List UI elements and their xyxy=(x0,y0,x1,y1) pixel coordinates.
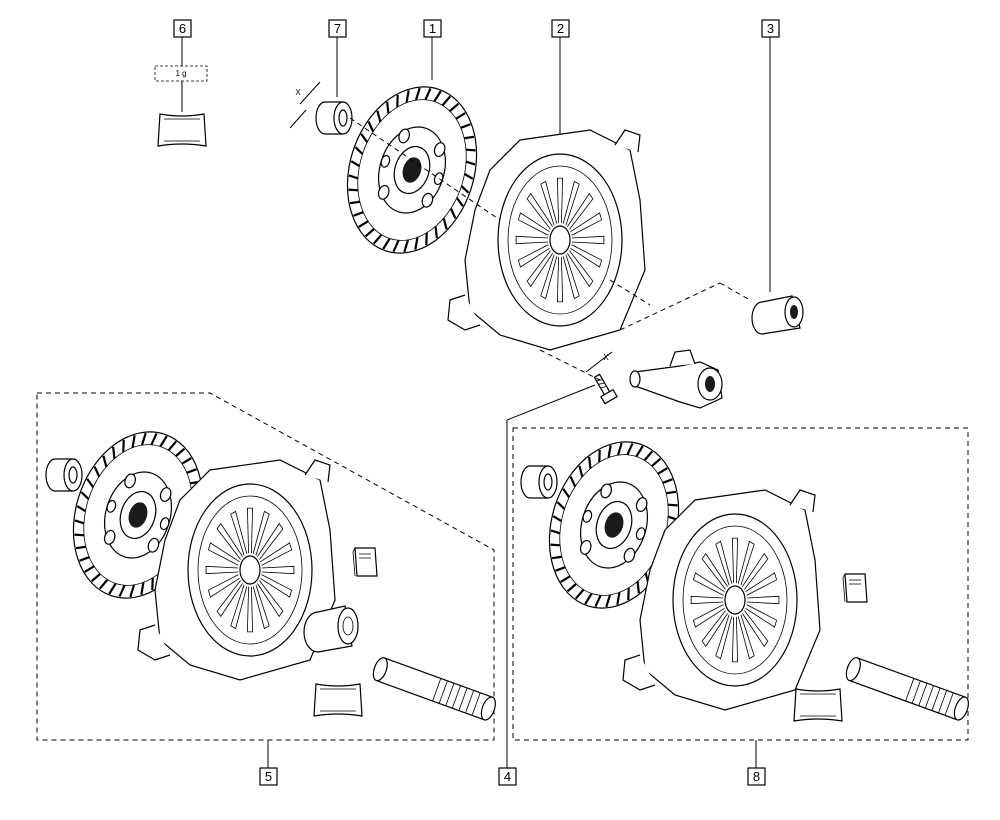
assembly-axes xyxy=(349,117,751,381)
callout-4: 4 xyxy=(498,767,517,786)
kit8-grease-sachet xyxy=(793,688,843,722)
kit5-spigot-ring xyxy=(45,458,83,492)
callout-3: 3 xyxy=(761,19,780,38)
callout-6: 6 xyxy=(173,19,192,38)
kit8-booklet xyxy=(842,573,868,603)
callout-7: 7 xyxy=(328,19,347,38)
kit5-release-bearing xyxy=(303,605,359,653)
kit5-booklet xyxy=(352,547,378,577)
svg-text:X: X xyxy=(295,88,301,97)
kit5-shaft-tool xyxy=(369,655,499,723)
kit-5-outline xyxy=(36,392,495,741)
slave-cylinder xyxy=(629,349,723,409)
pressure-plate-2 xyxy=(447,129,646,351)
svg-text:6: 6 xyxy=(179,21,186,36)
kit5-grease-sachet xyxy=(313,683,363,717)
svg-text:3: 3 xyxy=(767,21,774,36)
kit8-spigot-ring xyxy=(520,465,558,499)
svg-text:8: 8 xyxy=(753,769,760,784)
svg-text:1: 1 xyxy=(429,21,436,36)
dimension-mark-7: X xyxy=(289,81,321,129)
dimension-mark-4: X xyxy=(585,351,613,373)
release-bearing-3 xyxy=(751,295,804,335)
callout-2: 2 xyxy=(551,19,570,38)
svg-text:1 g: 1 g xyxy=(175,69,186,78)
svg-text:5: 5 xyxy=(265,769,272,784)
callout-8: 8 xyxy=(747,767,766,786)
grease-sachet-6 xyxy=(157,113,207,147)
kit-8-outline xyxy=(512,427,969,741)
callout-1: 1 xyxy=(423,19,442,38)
svg-text:2: 2 xyxy=(557,21,564,36)
grease-quantity-box: 1 g xyxy=(154,65,208,82)
svg-text:4: 4 xyxy=(504,769,511,784)
kit8-shaft-tool xyxy=(842,655,972,723)
svg-text:7: 7 xyxy=(334,21,341,36)
leader-lines xyxy=(181,37,771,768)
svg-text:X: X xyxy=(603,353,609,362)
spigot-bearing-7 xyxy=(315,101,353,135)
bolt-4 xyxy=(593,373,618,405)
callout-5: 5 xyxy=(259,767,278,786)
